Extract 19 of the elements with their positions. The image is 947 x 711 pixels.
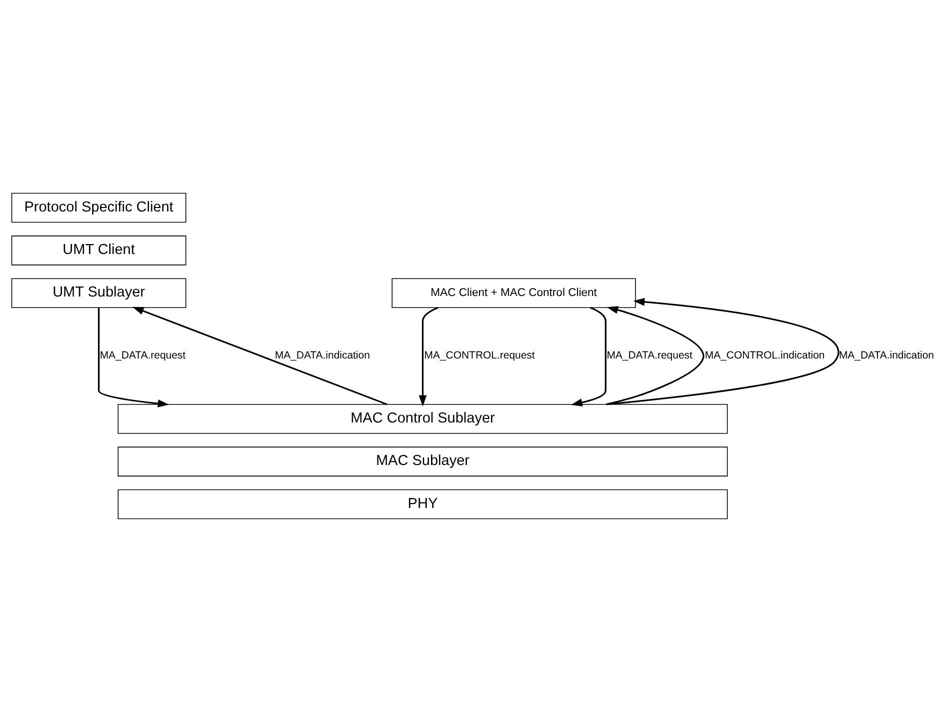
- node-box: Protocol Specific Client: [11, 192, 186, 222]
- arrow: [418, 306, 438, 406]
- edge-label: MA_CONTROL.request: [424, 350, 535, 362]
- node-box: UMT Client: [11, 235, 186, 265]
- arrow: [606, 297, 839, 405]
- node-box: MAC Client + MAC Control Client: [392, 278, 636, 308]
- edge-label: MA_DATA.indication: [274, 350, 370, 362]
- edge-label: MA_CONTROL.indication: [704, 350, 825, 362]
- arrow: [132, 306, 388, 405]
- edge-label: MA_DATA.request: [606, 350, 692, 362]
- edge-label: MA_DATA.request: [100, 350, 186, 362]
- node-box: MAC Control Sublayer: [118, 403, 728, 434]
- node-box: PHY: [118, 488, 728, 519]
- edge-label: MA_DATA.indication: [838, 350, 934, 362]
- node-box: UMT Sublayer: [11, 278, 186, 308]
- arrow: [571, 306, 606, 406]
- arrow: [98, 307, 170, 407]
- arrow: [606, 306, 704, 405]
- node-box: MAC Sublayer: [118, 446, 728, 476]
